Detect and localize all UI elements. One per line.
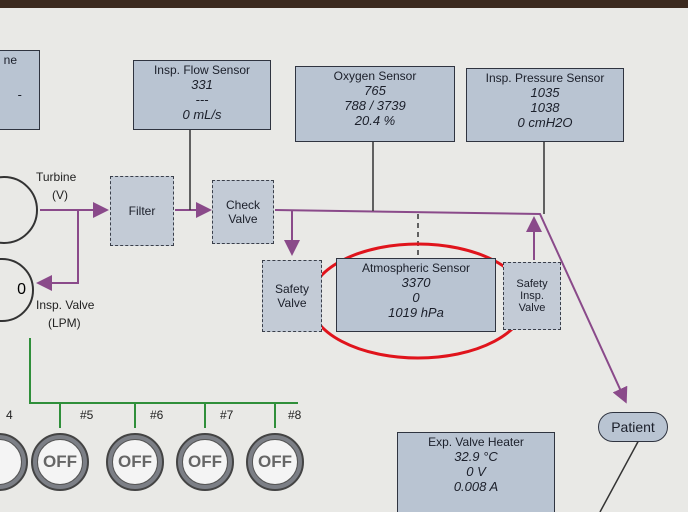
partial-sensor-value: - <box>17 87 22 102</box>
patient-label: Patient <box>611 419 655 435</box>
insp-pressure-value-1: 1035 <box>530 85 560 100</box>
switch-6-off-button[interactable]: OFF <box>106 433 164 491</box>
insp-flow-sensor-box: Insp. Flow Sensor 331 --- 0 mL/s <box>133 60 271 130</box>
insp-pressure-sensor-title: Insp. Pressure Sensor <box>485 71 605 85</box>
ventilator-diagram-screen: ne - Insp. Flow Sensor 331 --- 0 mL/s Ox… <box>0 8 688 512</box>
switch-number-6: #6 <box>150 408 164 422</box>
insp-flow-value-2: --- <box>195 92 209 107</box>
oxygen-sensor-title: Oxygen Sensor <box>333 69 417 83</box>
oxygen-sensor-box: Oxygen Sensor 765 788 / 3739 20.4 % <box>295 66 455 142</box>
check-valve-label: Check Valve <box>225 198 260 226</box>
insp-pressure-value-2: 1038 <box>530 100 560 115</box>
exp-valve-heater-box: Exp. Valve Heater 32.9 °C 0 V 0.008 A <box>397 432 555 512</box>
atmospheric-sensor-title: Atmospheric Sensor <box>361 261 471 275</box>
exp-valve-heater-title: Exp. Valve Heater <box>428 435 524 449</box>
switch-4-label <box>0 439 22 485</box>
insp-flow-sensor-title: Insp. Flow Sensor <box>153 63 251 77</box>
insp-pressure-sensor-box: Insp. Pressure Sensor 1035 1038 0 cmH2O <box>466 68 624 142</box>
switch-number-5: #5 <box>80 408 94 422</box>
switch-8-label: OFF <box>252 439 298 485</box>
atmospheric-value-2: 0 <box>412 290 420 305</box>
insp-pressure-value-3: 0 cmH2O <box>517 115 573 130</box>
insp-valve-circle-value: 0 <box>17 281 26 298</box>
partial-sensor-box: ne - <box>0 50 40 130</box>
filter-label: Filter <box>128 204 156 218</box>
switch-number-7: #7 <box>220 408 234 422</box>
insp-flow-value-1: 331 <box>191 77 213 92</box>
atmospheric-sensor-box: Atmospheric Sensor 3370 0 1019 hPa <box>336 258 496 332</box>
switch-6-label: OFF <box>112 439 158 485</box>
switch-5-off-button[interactable]: OFF <box>31 433 89 491</box>
exp-valve-heater-value-3: 0.008 A <box>453 479 499 494</box>
exp-valve-heater-value-1: 32.9 °C <box>454 449 498 464</box>
patient-node: Patient <box>598 412 668 442</box>
oxygen-value-2: 788 / 3739 <box>344 98 406 113</box>
switch-number-4: 4 <box>6 408 13 422</box>
oxygen-value-1: 765 <box>364 83 386 98</box>
insp-flow-value-3: 0 mL/s <box>182 107 222 122</box>
exp-valve-heater-value-2: 0 V <box>466 464 486 479</box>
switch-5-label: OFF <box>37 439 83 485</box>
check-valve-box: Check Valve <box>212 180 274 244</box>
switch-8-off-button[interactable]: OFF <box>246 433 304 491</box>
safety-insp-valve-box: Safety Insp. Valve <box>503 262 561 330</box>
turbine-unit-label: (V) <box>52 188 68 202</box>
insp-valve-label: Insp. Valve <box>36 298 95 312</box>
switch-7-off-button[interactable]: OFF <box>176 433 234 491</box>
safety-valve-box: Safety Valve <box>262 260 322 332</box>
insp-valve-unit-label: (LPM) <box>48 316 81 330</box>
switch-number-8: #8 <box>288 408 302 422</box>
turbine-label: Turbine <box>36 170 77 184</box>
safety-valve-label: Safety Valve <box>274 282 310 310</box>
atmospheric-value-1: 3370 <box>401 275 431 290</box>
oxygen-value-3: 20.4 % <box>354 113 396 128</box>
safety-insp-valve-label: Safety Insp. Valve <box>516 278 548 314</box>
top-bezel <box>0 0 688 10</box>
partial-sensor-title: ne <box>3 53 17 67</box>
switch-7-label: OFF <box>182 439 228 485</box>
atmospheric-value-3: 1019 hPa <box>388 305 444 320</box>
filter-box: Filter <box>110 176 174 246</box>
